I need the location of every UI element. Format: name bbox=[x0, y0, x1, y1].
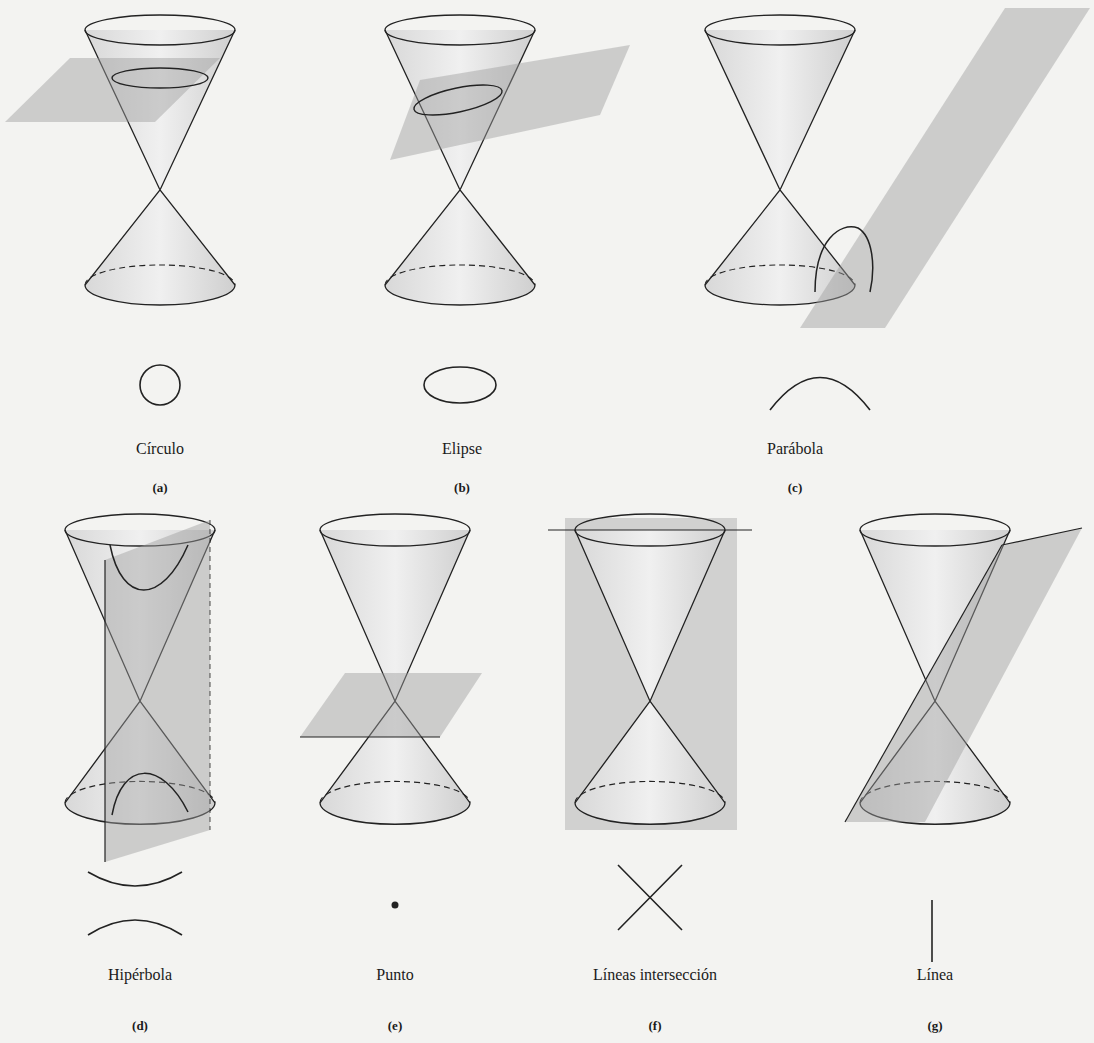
panel-letter: (d) bbox=[132, 1018, 148, 1034]
panel-letter: (e) bbox=[388, 1018, 402, 1034]
shape-name: Punto bbox=[376, 966, 413, 984]
shape-name: Círculo bbox=[136, 440, 184, 458]
shape-name: Elipse bbox=[442, 440, 482, 458]
shape-name: Parábola bbox=[767, 440, 823, 458]
panel-letter: (g) bbox=[927, 1018, 942, 1034]
shape-name: Líneas intersección bbox=[593, 966, 717, 984]
panel-letter: (a) bbox=[152, 480, 167, 496]
panel-letter: (f) bbox=[649, 1018, 662, 1034]
shape-name: Línea bbox=[917, 966, 953, 984]
shape-name: Hipérbola bbox=[108, 966, 172, 984]
panel-letter: (c) bbox=[788, 480, 802, 496]
panel-letter: (b) bbox=[454, 480, 470, 496]
